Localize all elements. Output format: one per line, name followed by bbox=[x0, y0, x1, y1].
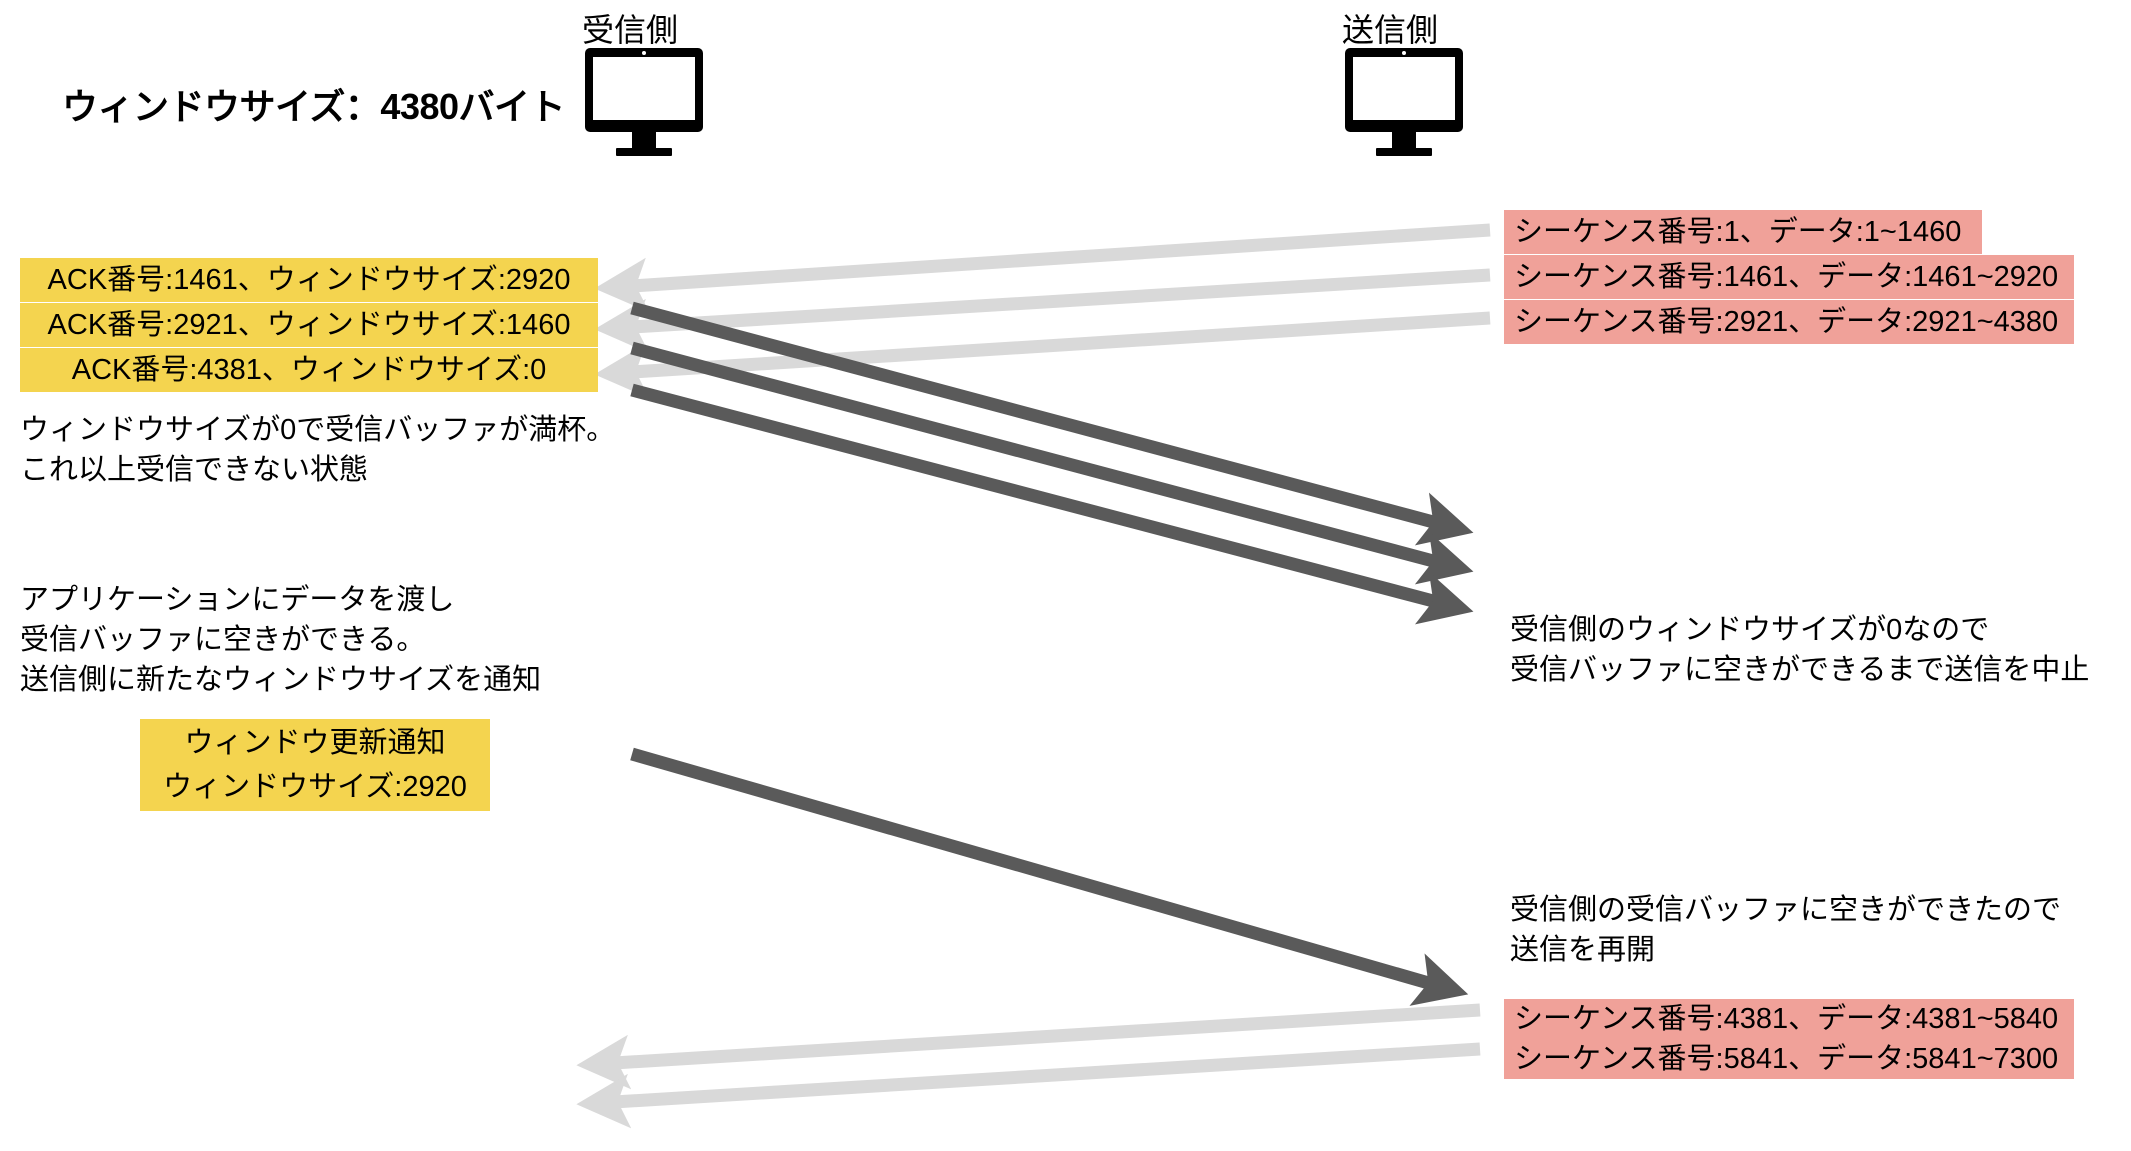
monitor-neck bbox=[1392, 132, 1416, 148]
sequence-label-chip: シーケンス番号:5841、データ:5841~7300 bbox=[1504, 1039, 2074, 1079]
note-line: 受信バッファに空きができる。 bbox=[20, 624, 426, 656]
receiver-node-label: 受信側 bbox=[581, 12, 678, 48]
note-line: これ以上受信できない状態 bbox=[20, 454, 369, 486]
receiver-monitor-icon bbox=[585, 48, 703, 158]
note-line: ウィンドウサイズが0で受信バッファが満杯。 bbox=[20, 414, 616, 446]
monitor-camera-icon bbox=[1402, 51, 1406, 55]
monitor-neck bbox=[632, 132, 656, 148]
monitor-screen bbox=[585, 48, 703, 132]
monitor-screen-inner bbox=[593, 57, 695, 120]
sequence-label-chip: シーケンス番号:4381、データ:4381~5840 bbox=[1504, 999, 2074, 1039]
note-receive-buffer-freed: アプリケーションにデータを渡し 受信バッファに空きができる。 送信側に新たなウィ… bbox=[20, 580, 541, 700]
monitor-screen bbox=[1345, 48, 1463, 132]
note-line: 受信バッファに空きができるまで送信を中止 bbox=[1510, 654, 2090, 686]
sender-monitor-icon bbox=[1345, 48, 1463, 158]
window-update-title: ウィンドウ更新通知 bbox=[184, 727, 446, 759]
ack-arrow bbox=[594, 268, 1491, 354]
ack-arrow bbox=[576, 1003, 1481, 1090]
data-arrow bbox=[630, 341, 1474, 585]
sequence-label-chip: シーケンス番号:1、データ:1~1460 bbox=[1504, 210, 1982, 254]
monitor-base bbox=[1376, 148, 1432, 156]
note-sender-resume: 受信側の受信バッファに空きができたので 送信を再開 bbox=[1510, 890, 2061, 970]
page-title: ウィンドウサイズ：4380バイト bbox=[62, 86, 566, 127]
monitor-camera-icon bbox=[642, 51, 646, 55]
note-line: 受信側の受信バッファに空きができたので bbox=[1510, 894, 2062, 926]
ack-label-chip: ACK番号:2921、ウィンドウサイズ:1460 bbox=[20, 303, 598, 347]
data-arrow bbox=[630, 383, 1474, 625]
sequence-label-chip: シーケンス番号:2921、データ:2921~4380 bbox=[1504, 300, 2074, 344]
sequence-label-chip: シーケンス番号:1461、データ:1461~2920 bbox=[1504, 255, 2074, 299]
window-update-arrow-group bbox=[630, 747, 1469, 1006]
ack-label-chip: ACK番号:4381、ウィンドウサイズ:0 bbox=[20, 348, 598, 392]
note-line: 送信側に新たなウィンドウサイズを通知 bbox=[20, 664, 542, 696]
window-update-arrow bbox=[630, 747, 1469, 1006]
monitor-screen-inner bbox=[1353, 57, 1455, 120]
monitor-base bbox=[616, 148, 672, 156]
ack-arrow bbox=[594, 311, 1491, 399]
ack-arrow bbox=[594, 223, 1491, 313]
window-update-chip: ウィンドウ更新通知 ウィンドウサイズ:2920 bbox=[140, 719, 490, 811]
ack-label-chip: ACK番号:1461、ウィンドウサイズ:2920 bbox=[20, 258, 598, 302]
ack-arrow-group-bottom bbox=[576, 1003, 1481, 1129]
note-sender-stop: 受信側のウィンドウサイズが0なので 受信バッファに空きができるまで送信を中止 bbox=[1510, 610, 2089, 690]
sender-node-label: 送信側 bbox=[1341, 12, 1438, 48]
ack-arrow-group-top bbox=[594, 223, 1491, 399]
note-line: 送信を再開 bbox=[1510, 934, 1656, 966]
data-arrow bbox=[630, 301, 1474, 546]
note-line: 受信側のウィンドウサイズが0なので bbox=[1510, 614, 1990, 646]
note-receive-buffer-full: ウィンドウサイズが0で受信バッファが満杯。 これ以上受信できない状態 bbox=[20, 410, 615, 490]
note-line: アプリケーションにデータを渡し bbox=[20, 584, 455, 616]
data-arrow-group-top bbox=[630, 301, 1474, 625]
ack-arrow bbox=[576, 1042, 1481, 1129]
window-update-size: ウィンドウサイズ:2920 bbox=[163, 771, 467, 803]
